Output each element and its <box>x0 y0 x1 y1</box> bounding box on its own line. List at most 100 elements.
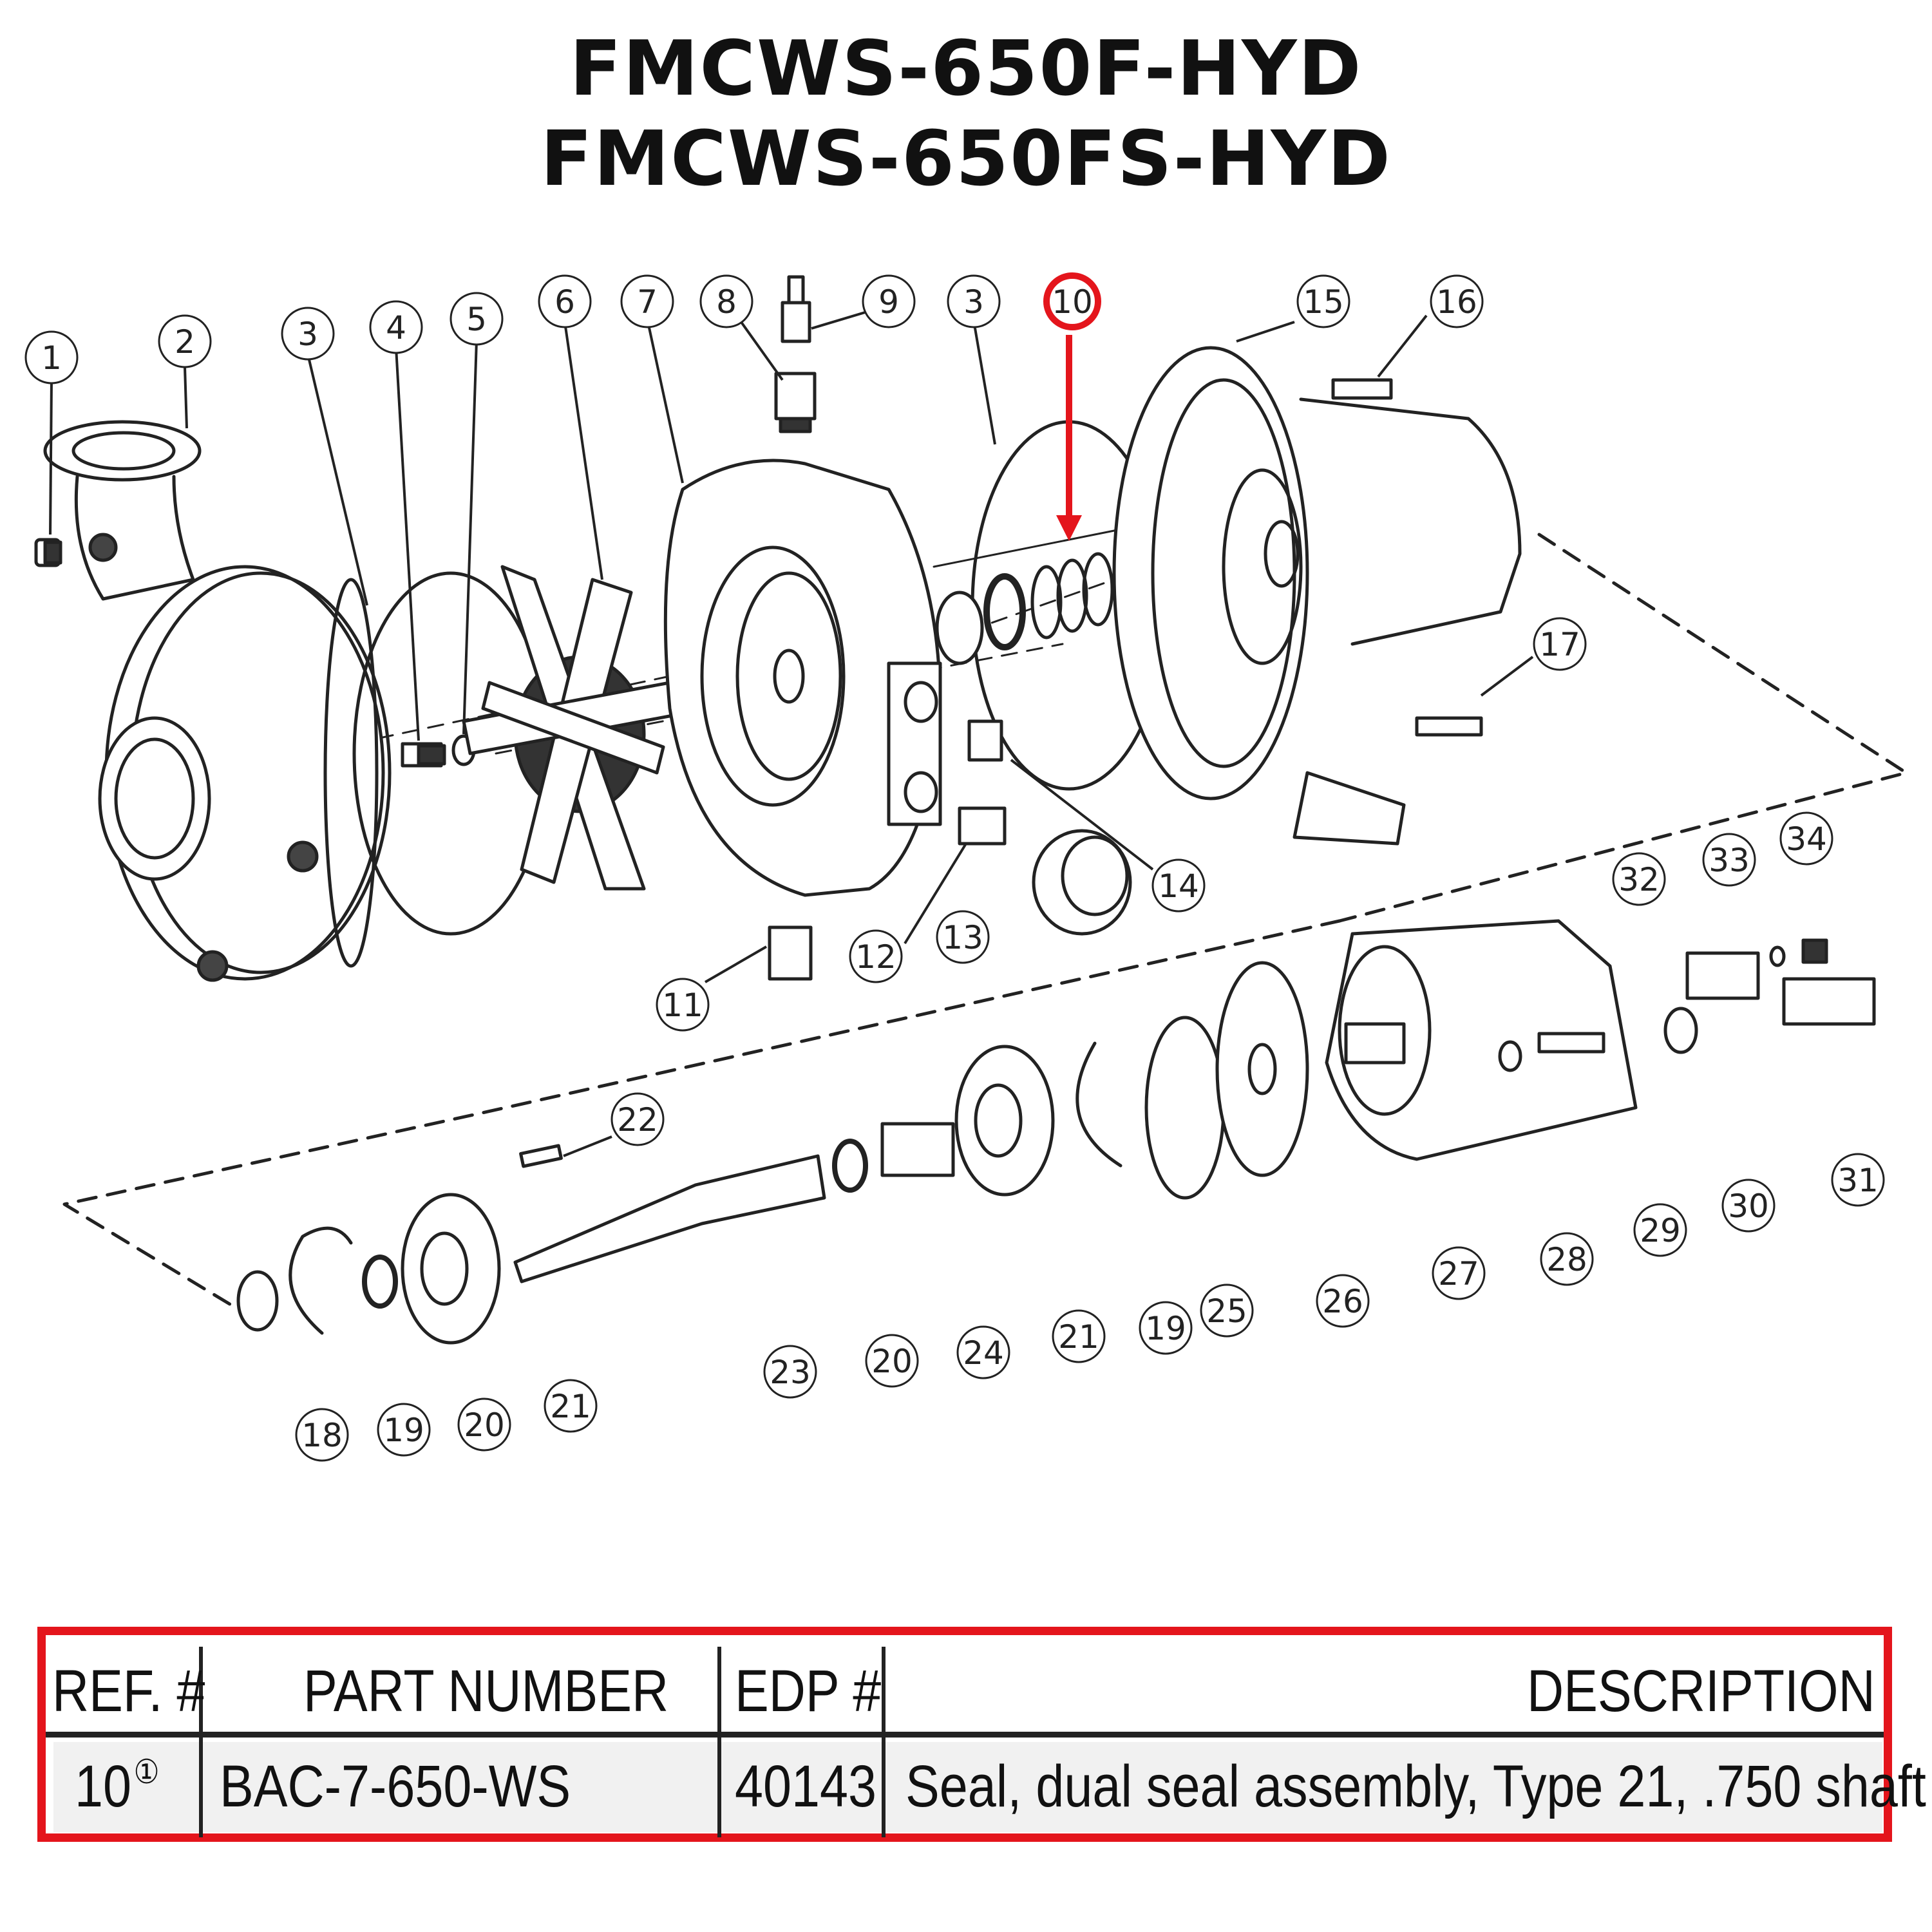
row-ref-note: ① <box>133 1754 160 1791</box>
callout-label-33: 33 <box>1709 842 1750 879</box>
callout-label-14: 14 <box>1158 867 1199 905</box>
callout-label-8: 8 <box>716 283 737 321</box>
part-fitting-32 <box>1685 951 1760 1000</box>
callout-label-10: 10 <box>1052 283 1093 321</box>
callout-circle-21 <box>1052 1309 1106 1363</box>
part-fitting-31 <box>1782 977 1876 1026</box>
callout-circle-2 <box>158 314 212 368</box>
callout-circle-25 <box>1200 1283 1254 1338</box>
part-bracket-15 <box>1112 346 1522 846</box>
callout-circle-1 <box>24 330 79 384</box>
table-row-background <box>53 1742 1882 1832</box>
part-wear-plate-26 <box>1215 961 1309 1177</box>
callout-label-3: 3 <box>298 316 318 353</box>
callout-label-34: 34 <box>1786 820 1827 858</box>
callout-label-4: 4 <box>386 309 406 346</box>
part-snap-ring-19 <box>289 1226 353 1335</box>
callout-label-28: 28 <box>1546 1241 1587 1278</box>
callout-label-31: 31 <box>1837 1162 1879 1199</box>
callout-label-25: 25 <box>1206 1293 1247 1330</box>
row-part-number: BAC-7-650-WS <box>220 1754 571 1819</box>
callout-circle-14 <box>1151 858 1206 913</box>
callout-label-20: 20 <box>871 1343 913 1380</box>
callout-circle-4 <box>369 300 423 354</box>
callout-label-22: 22 <box>617 1101 658 1139</box>
callout-circle-29 <box>1633 1203 1687 1257</box>
header-divider <box>46 1732 1884 1738</box>
callout-circle-6 <box>538 274 592 328</box>
part-ring-20b <box>832 1139 868 1193</box>
assembly-dashed-line-upper <box>1338 533 1908 923</box>
callout-label-5: 5 <box>466 301 487 338</box>
header-ref: REF. # <box>52 1658 205 1724</box>
callout-circle-18 <box>295 1408 349 1462</box>
part-pump-casing-2 <box>43 420 392 982</box>
part-bearing-21b <box>954 1045 1055 1197</box>
part-washer-18 <box>236 1270 279 1332</box>
part-o-ring-30 <box>1663 1007 1698 1054</box>
callout-label-1: 1 <box>41 339 62 377</box>
highlight-arrow <box>1056 335 1082 541</box>
row-edp: 40143 <box>735 1754 877 1819</box>
callout-label-23: 23 <box>770 1354 811 1391</box>
part-bolt-16 <box>1331 378 1393 400</box>
callout-circle-32 <box>1612 852 1666 906</box>
part-ring-20 <box>362 1255 398 1309</box>
callout-circle-3 <box>947 274 1001 328</box>
part-bolt-17 <box>1415 716 1483 737</box>
header-edp: EDP # <box>735 1658 882 1724</box>
callout-label-13: 13 <box>942 919 983 956</box>
column-divider <box>882 1647 886 1837</box>
column-divider <box>199 1647 203 1837</box>
callout-label-29: 29 <box>1640 1212 1681 1249</box>
part-bearing-21 <box>401 1193 501 1345</box>
header-part-number: PART NUMBER <box>303 1658 669 1724</box>
callout-label-26: 26 <box>1322 1283 1363 1320</box>
callout-circle-9 <box>862 274 916 328</box>
callout-label-17: 17 <box>1539 626 1580 663</box>
part-shaft-23 <box>513 1154 826 1283</box>
callout-circle-11 <box>656 978 710 1032</box>
part-screw-4 <box>401 742 446 768</box>
part-hydraulic-motor-27 <box>1325 919 1638 1161</box>
callout-circle-20 <box>865 1334 919 1388</box>
part-washer-28 <box>1498 1040 1522 1072</box>
part-key-22 <box>519 1144 563 1168</box>
callout-label-2: 2 <box>175 323 195 361</box>
callout-label-32: 32 <box>1618 861 1660 898</box>
callout-label-12: 12 <box>855 938 896 976</box>
callout-label-3: 3 <box>963 283 984 321</box>
callout-circle-28 <box>1540 1232 1594 1286</box>
row-ref-number: 10 <box>75 1754 132 1819</box>
part-back-plate-7 <box>663 459 942 897</box>
callout-label-21: 21 <box>1058 1318 1099 1356</box>
model-title-1: FMCWS-650F-HYD <box>569 24 1363 113</box>
part-plug-14 <box>967 719 1003 762</box>
callout-circle-22 <box>611 1092 665 1146</box>
callout-circle-23 <box>763 1345 817 1399</box>
assembly-dashed-line-lower <box>62 919 1341 1309</box>
model-title-2: FMCWS-650FS-HYD <box>540 114 1392 203</box>
part-washer-33 <box>1769 945 1786 967</box>
callout-label-24: 24 <box>963 1334 1004 1372</box>
callout-circle-27 <box>1432 1246 1486 1300</box>
callout-circle-21 <box>544 1379 598 1433</box>
callout-label-20: 20 <box>464 1406 505 1444</box>
callout-label-9: 9 <box>878 283 899 321</box>
callout-circle-15 <box>1296 274 1350 328</box>
callout-circle-3 <box>281 307 335 361</box>
callout-circle-7 <box>620 274 674 328</box>
callout-circle-33 <box>1702 833 1756 887</box>
callout-label-15: 15 <box>1303 283 1344 321</box>
callout-circle-34 <box>1779 811 1833 866</box>
callout-circle-24 <box>956 1325 1010 1379</box>
part-plug-34 <box>1801 938 1828 964</box>
callout-label-19: 19 <box>1145 1310 1186 1347</box>
callout-label-7: 7 <box>637 283 658 321</box>
callout-circle-30 <box>1721 1179 1776 1233</box>
parts-table: REF. # PART NUMBER EDP # DESCRIPTION 10①… <box>37 1627 1926 1842</box>
callout-label-27: 27 <box>1438 1255 1479 1293</box>
header-description: DESCRIPTION <box>1527 1658 1875 1724</box>
